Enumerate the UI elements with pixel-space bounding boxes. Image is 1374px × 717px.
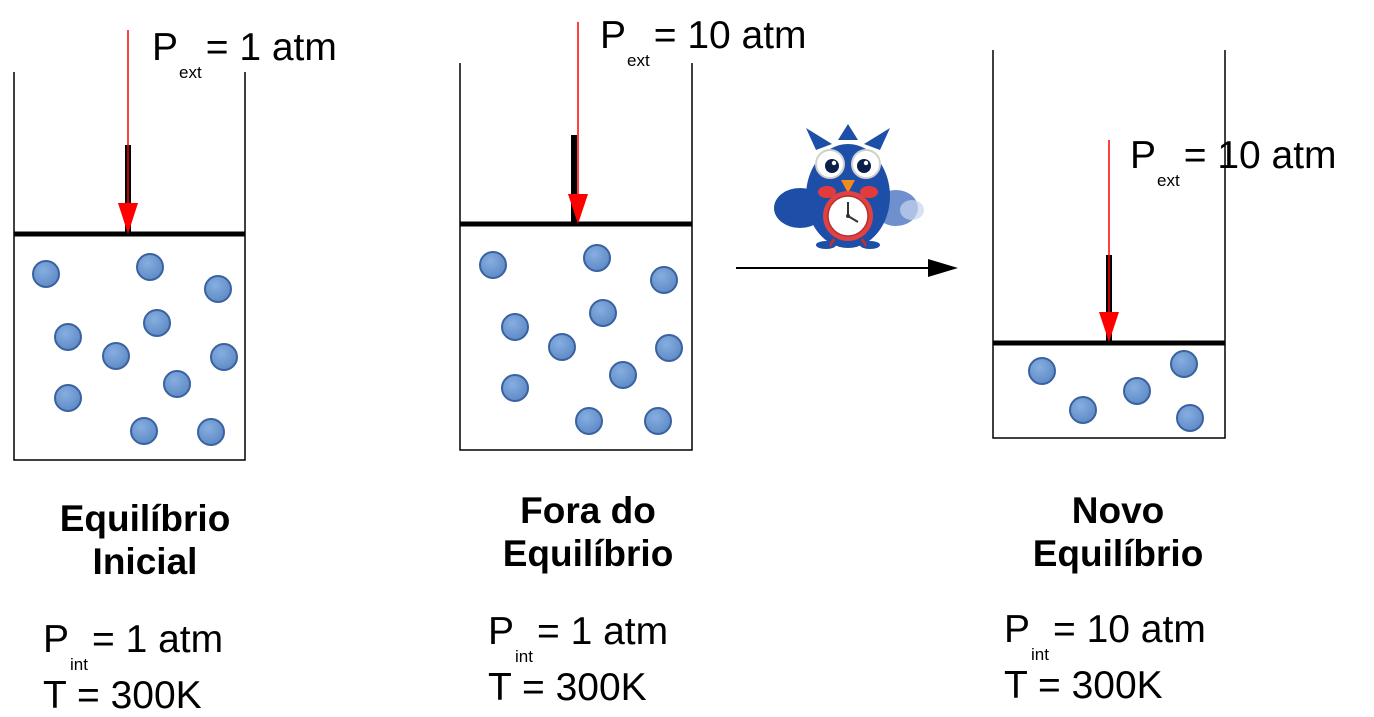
- temperature-label-out-of-equilibrium: T = 300K: [488, 668, 647, 707]
- external-pressure-label-out-of-equilibrium: Pext= 10 atm: [600, 16, 807, 55]
- external-pressure-label-initial: Pext= 1 atm: [152, 28, 337, 67]
- cylinder-out-of-equilibrium: [460, 22, 692, 450]
- pressure-arrow-new-equilibrium: [1099, 140, 1119, 342]
- pressure-arrow-initial: [118, 30, 138, 234]
- external-pressure-label-new-equilibrium: Pext= 10 atm: [1130, 136, 1337, 175]
- cylinder-initial: [14, 30, 245, 460]
- internal-pressure-label-new-equilibrium: Pint= 10 atm: [1004, 610, 1206, 649]
- transition-arrow: [736, 259, 958, 277]
- gas-molecules-new-equilibrium: [1029, 351, 1203, 431]
- cylinder-new-equilibrium: [993, 50, 1225, 438]
- temperature-label-new-equilibrium: T = 300K: [1004, 666, 1163, 705]
- gas-molecules-initial: [33, 254, 237, 445]
- temperature-label-initial: T = 300K: [43, 676, 202, 715]
- internal-pressure-label-out-of-equilibrium: Pint= 1 atm: [488, 612, 668, 651]
- gas-molecules-out-of-equilibrium: [480, 245, 682, 434]
- internal-pressure-label-initial: Pint= 1 atm: [43, 620, 223, 659]
- owl-with-alarm-clock-icon: [774, 124, 924, 249]
